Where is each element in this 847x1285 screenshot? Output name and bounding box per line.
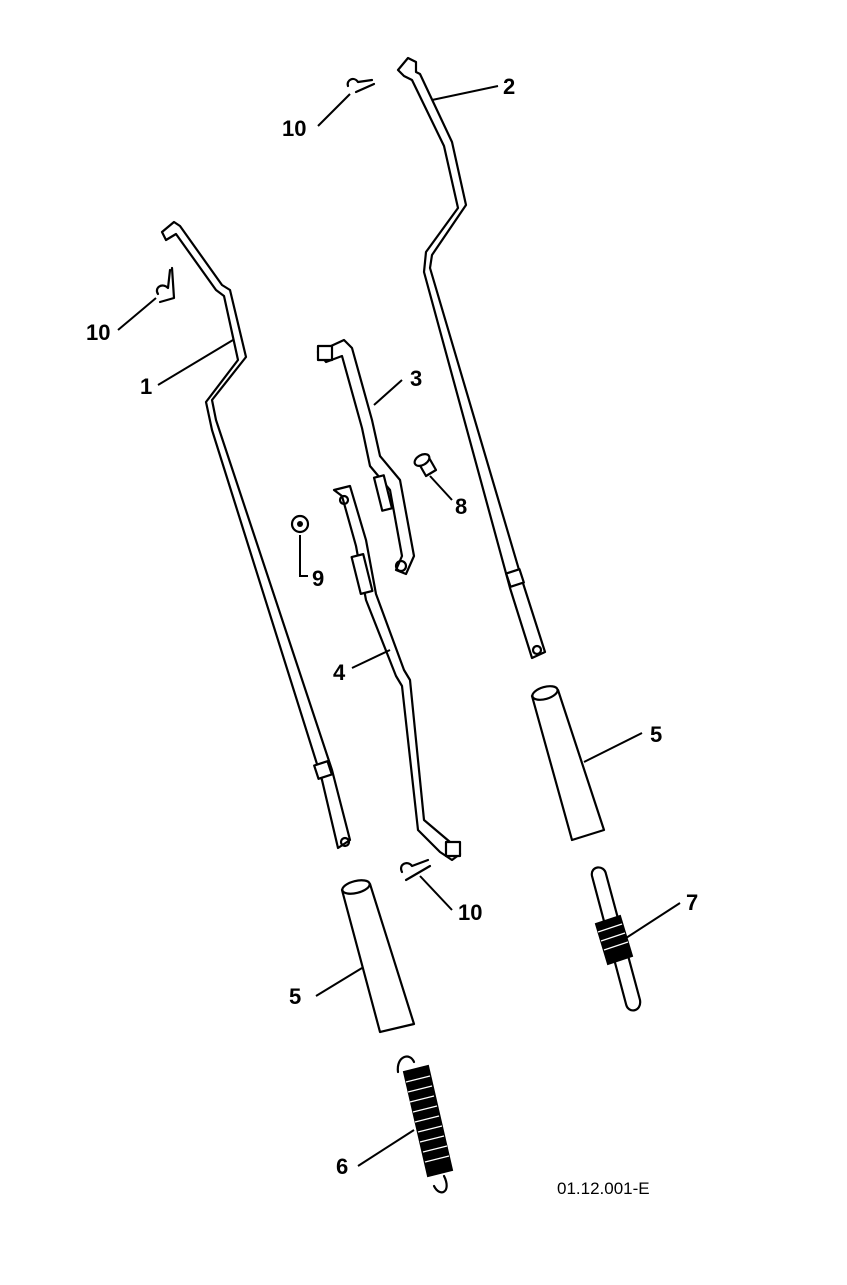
callout-4: 4 xyxy=(333,660,346,685)
rod-part-2 xyxy=(396,56,547,660)
callout-5-right: 5 xyxy=(650,722,662,747)
reference-code: 01.12.001-E xyxy=(557,1179,650,1198)
callout-10-top: 10 xyxy=(282,116,306,141)
callout-10-bottom: 10 xyxy=(458,900,482,925)
pin-part-8 xyxy=(413,453,438,478)
spring-part-6 xyxy=(396,1055,454,1194)
clip-part-10-top xyxy=(346,77,376,94)
sleeve-part-5-right xyxy=(530,685,606,842)
link-part-4 xyxy=(332,484,462,862)
callout-5-left: 5 xyxy=(289,984,301,1009)
spring-part-7 xyxy=(590,866,642,1012)
callout-2: 2 xyxy=(503,74,515,99)
clip-part-10-bottom xyxy=(400,858,432,882)
callout-3: 3 xyxy=(410,366,422,391)
callout-10-left: 10 xyxy=(86,320,110,345)
callout-leaders xyxy=(117,85,681,1167)
callout-7: 7 xyxy=(686,890,698,915)
callout-1: 1 xyxy=(140,374,152,399)
link-part-3 xyxy=(316,338,416,576)
callout-6: 6 xyxy=(336,1154,348,1179)
washer-part-9 xyxy=(290,514,310,534)
callout-8: 8 xyxy=(455,494,467,519)
sleeve-part-5-left xyxy=(340,879,416,1034)
clip-part-10-left xyxy=(155,266,176,304)
rod-part-1 xyxy=(160,220,352,850)
callout-9: 9 xyxy=(312,566,324,591)
